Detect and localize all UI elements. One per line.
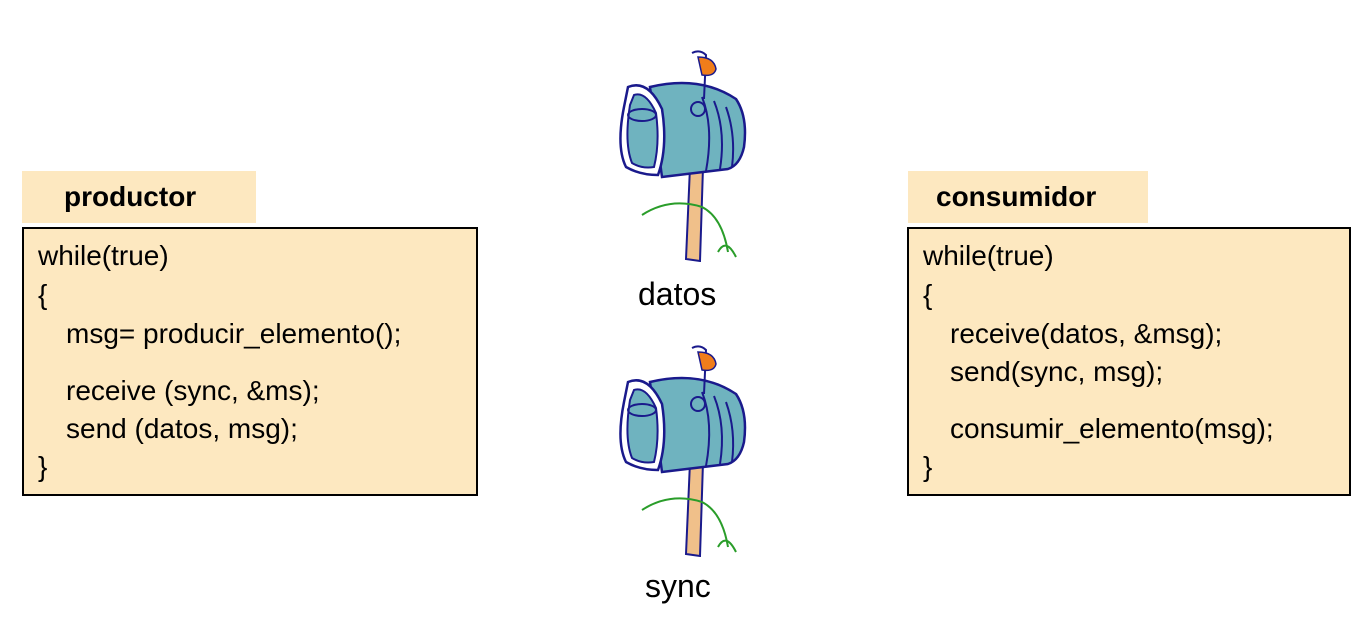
code-line: send(sync, msg); — [950, 356, 1164, 387]
code-line: while(true) — [38, 240, 169, 271]
consumidor-code-box: while(true) { receive(datos, &msg); send… — [907, 227, 1351, 496]
code-line: { — [923, 279, 933, 310]
code-line: receive(datos, &msg); — [950, 318, 1223, 349]
consumidor-title: consumidor — [908, 171, 1148, 223]
code-line: receive (sync, &ms); — [66, 375, 320, 406]
mailbox-icon — [619, 345, 747, 557]
mailbox-icon — [619, 50, 747, 262]
code-line: msg= producir_elemento(); — [66, 318, 402, 349]
code-line: while(true) — [923, 240, 1054, 271]
code-line: } — [38, 451, 48, 482]
productor-code-box: while(true) { msg= producir_elemento(); … — [22, 227, 478, 496]
code-line: } — [923, 451, 933, 482]
code-line: send (datos, msg); — [66, 413, 298, 444]
mailbox-label-datos: datos — [638, 276, 717, 312]
code-line: consumir_elemento(msg); — [950, 413, 1274, 444]
productor-title: productor — [22, 171, 256, 223]
mailbox-label-sync: sync — [645, 568, 711, 604]
code-line: { — [38, 279, 48, 310]
